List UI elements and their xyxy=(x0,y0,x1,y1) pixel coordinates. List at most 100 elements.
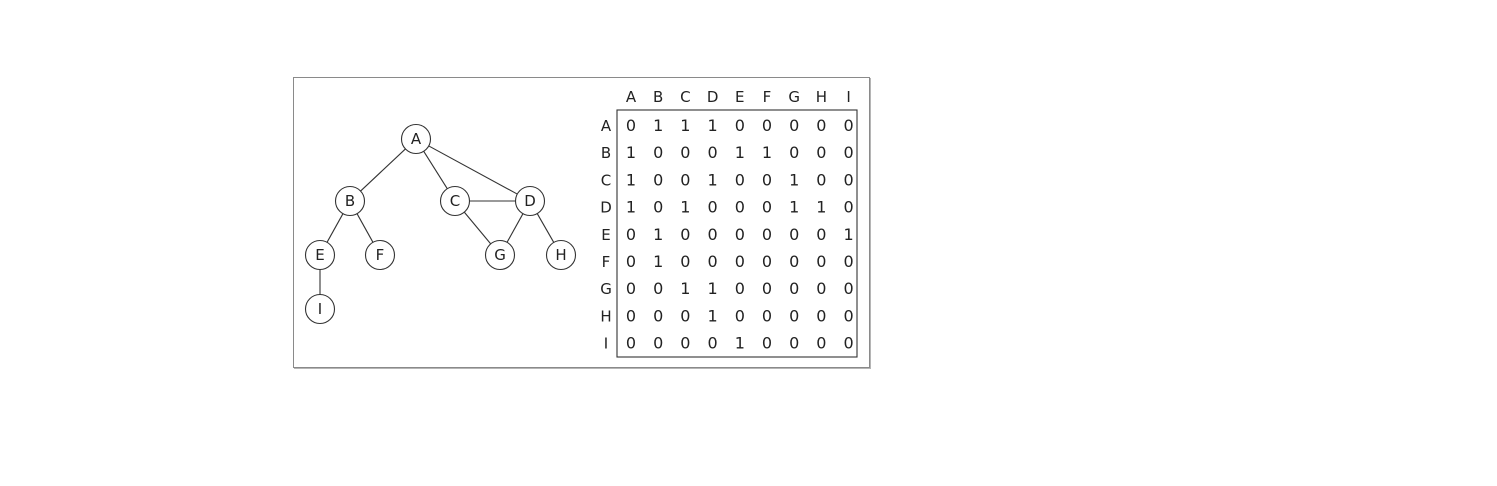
matrix-cell: 0 xyxy=(653,334,663,353)
node-circle xyxy=(514,185,546,217)
matrix-col-header: I xyxy=(846,88,850,106)
matrix-cell: 0 xyxy=(844,170,854,189)
matrix-cell: 1 xyxy=(708,306,718,325)
matrix-cell: 0 xyxy=(762,198,772,217)
matrix-cell: 0 xyxy=(626,334,636,353)
matrix-row-header: H xyxy=(600,307,611,325)
node-label: E xyxy=(315,246,324,264)
edge-a-c xyxy=(423,150,448,190)
edge-a-b xyxy=(360,148,406,192)
matrix-cell: 0 xyxy=(626,279,636,298)
matrix-border xyxy=(616,109,858,358)
matrix-row-header: F xyxy=(602,253,611,271)
matrix-col-header: C xyxy=(680,88,690,106)
matrix-cell: 0 xyxy=(626,306,636,325)
matrix-cell: 1 xyxy=(735,143,745,162)
matrix-cell: 0 xyxy=(816,306,826,325)
matrix-cell: 0 xyxy=(735,170,745,189)
edge-d-h xyxy=(536,213,555,243)
matrix-cell: 0 xyxy=(816,225,826,244)
matrix-cell: 1 xyxy=(680,198,690,217)
edge-b-f xyxy=(356,213,374,243)
matrix-cell: 0 xyxy=(844,143,854,162)
node-circle xyxy=(334,185,366,217)
node-i: I xyxy=(304,293,336,325)
matrix-cell: 0 xyxy=(708,143,718,162)
matrix-cell: 0 xyxy=(789,116,799,135)
edge-b-e xyxy=(326,213,344,243)
matrix-cell: 0 xyxy=(816,279,826,298)
node-circle xyxy=(439,185,471,217)
matrix-cell: 0 xyxy=(816,170,826,189)
matrix-cell: 1 xyxy=(680,116,690,135)
matrix-cell: 0 xyxy=(762,252,772,271)
matrix-cell: 0 xyxy=(844,252,854,271)
matrix-cell: 1 xyxy=(789,198,799,217)
matrix-cell: 1 xyxy=(626,198,636,217)
matrix-cell: 0 xyxy=(844,198,854,217)
edge-d-g xyxy=(506,213,524,243)
matrix-col-header: H xyxy=(816,88,827,106)
matrix-row-header: B xyxy=(601,144,611,162)
node-circle xyxy=(545,239,577,271)
matrix-col-header: D xyxy=(707,88,719,106)
node-b: B xyxy=(334,185,366,217)
matrix-cell: 1 xyxy=(708,116,718,135)
matrix-cell: 0 xyxy=(789,143,799,162)
matrix-col-header: F xyxy=(763,88,772,106)
matrix-cell: 1 xyxy=(708,170,718,189)
matrix-cell: 0 xyxy=(708,252,718,271)
node-label: A xyxy=(411,130,422,148)
node-label: C xyxy=(450,192,460,210)
matrix-cell: 0 xyxy=(844,116,854,135)
matrix-cell: 0 xyxy=(844,279,854,298)
matrix-cell: 1 xyxy=(762,143,772,162)
node-circle xyxy=(484,239,516,271)
matrix-col-header: G xyxy=(788,88,800,106)
matrix-cell: 0 xyxy=(735,306,745,325)
matrix-cell: 0 xyxy=(680,252,690,271)
matrix-cell: 0 xyxy=(789,334,799,353)
node-c: C xyxy=(439,185,471,217)
node-label: B xyxy=(345,192,355,210)
matrix-cell: 0 xyxy=(735,198,745,217)
matrix-row-header: I xyxy=(604,335,608,353)
matrix-cell: 0 xyxy=(708,198,718,217)
matrix-cell: 0 xyxy=(680,170,690,189)
matrix-cell: 1 xyxy=(653,116,663,135)
matrix-row-header: D xyxy=(600,199,612,217)
matrix-cell: 1 xyxy=(653,225,663,244)
matrix-cell: 0 xyxy=(762,279,772,298)
matrix-cell: 0 xyxy=(735,116,745,135)
matrix-cell: 0 xyxy=(762,170,772,189)
matrix-cell: 0 xyxy=(789,279,799,298)
matrix-cell: 1 xyxy=(680,279,690,298)
matrix-cell: 1 xyxy=(626,143,636,162)
matrix-cell: 0 xyxy=(708,225,718,244)
matrix-cell: 0 xyxy=(762,225,772,244)
edge-c-g xyxy=(463,211,492,245)
node-label: H xyxy=(555,246,566,264)
matrix-col-header: B xyxy=(653,88,663,106)
node-label: I xyxy=(318,300,322,318)
matrix-cell: 0 xyxy=(735,279,745,298)
matrix-cell: 0 xyxy=(789,225,799,244)
node-e: E xyxy=(304,239,336,271)
matrix-cell: 1 xyxy=(844,225,854,244)
matrix-col-header: E xyxy=(735,88,744,106)
node-label: G xyxy=(494,246,506,264)
edge-a-d xyxy=(428,145,518,195)
node-d: D xyxy=(514,185,546,217)
matrix-cell: 1 xyxy=(708,279,718,298)
matrix-cell: 0 xyxy=(680,225,690,244)
node-circle xyxy=(304,293,336,325)
matrix-cell: 1 xyxy=(653,252,663,271)
matrix-cell: 0 xyxy=(762,334,772,353)
matrix-cell: 1 xyxy=(626,170,636,189)
node-circle xyxy=(304,239,336,271)
matrix-row-header: E xyxy=(601,226,610,244)
matrix-cell: 0 xyxy=(626,225,636,244)
matrix-row-header: G xyxy=(600,280,612,298)
